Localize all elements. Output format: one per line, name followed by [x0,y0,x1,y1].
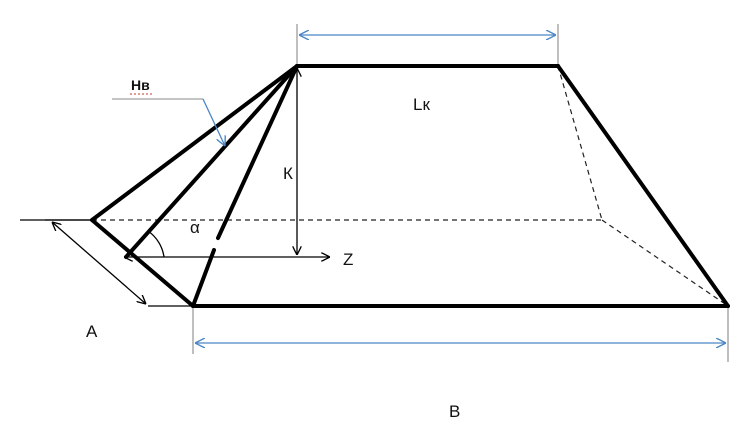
label-hv: Нв [131,77,150,93]
label-lk: Lк [413,95,430,114]
label-a: A [86,322,98,341]
dimension-a [45,219,193,307]
hidden-right-bottom-edge [601,219,729,307]
label-b: B [449,402,460,421]
right-edge [556,64,730,308]
label-alpha: α [190,218,200,237]
left-face-top-edge [90,64,299,222]
hidden-edges [92,65,729,307]
dimension-a-line [52,222,146,304]
dimension-b [192,308,729,362]
dimension-lk [296,24,559,64]
left-face-bottom-edge [90,218,195,308]
slope-line [124,64,299,259]
angle-alpha-arc [147,230,165,258]
label-z: Z [343,250,353,269]
front-edge-lower [191,248,216,308]
hidden-right-top-edge [557,65,603,221]
outline [90,64,730,308]
hv-leader [112,98,225,146]
label-k: К [283,164,293,183]
front-edge-upper [216,64,299,240]
hv-leader-arrow [202,98,225,146]
